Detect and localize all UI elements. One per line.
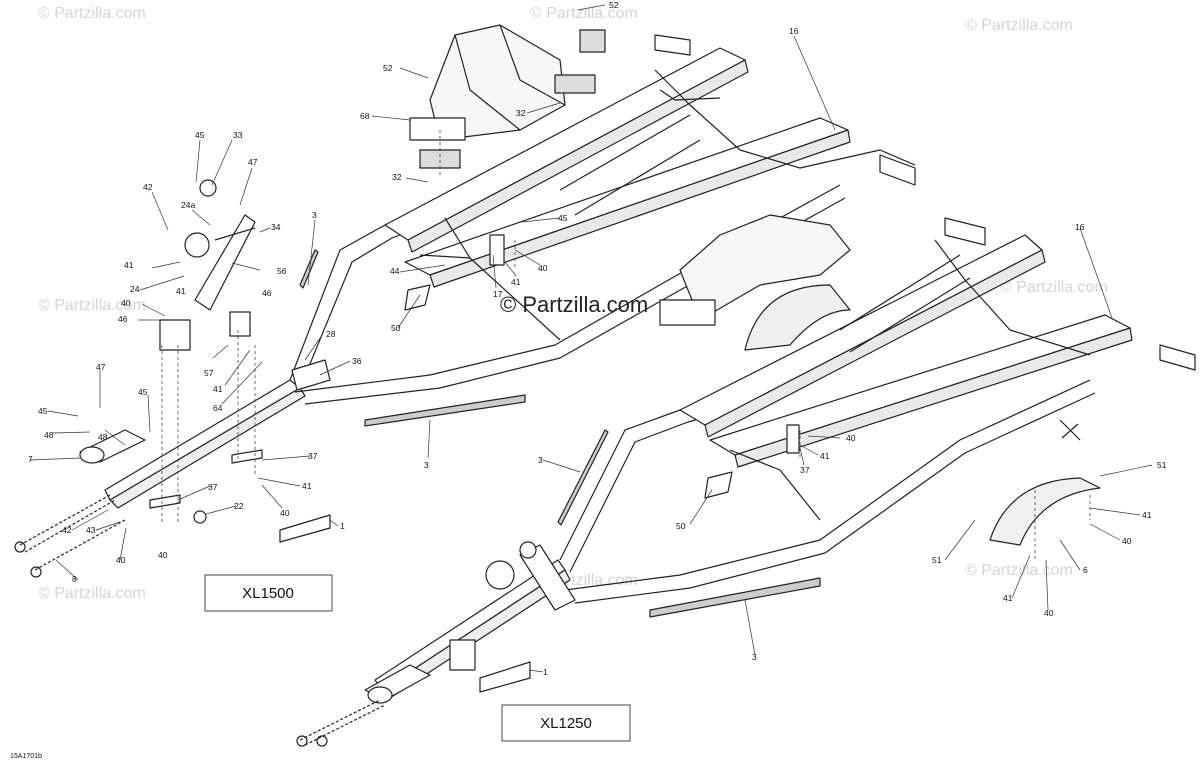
callout-40: 40	[1122, 536, 1132, 546]
callout-45: 45	[38, 406, 48, 416]
callout-16: 16	[789, 26, 799, 36]
watermark-top-center: © Partzilla.com	[530, 5, 638, 22]
callout-41: 41	[820, 451, 830, 461]
callout-33: 33	[233, 130, 243, 140]
callout-3: 3	[424, 460, 429, 470]
model-label-xl1500: XL1500	[204, 574, 333, 612]
callout-64: 64	[213, 403, 223, 413]
callout-41: 41	[302, 481, 312, 491]
callout-51: 51	[1157, 460, 1167, 470]
callout-37: 37	[308, 451, 318, 461]
callout-43: 43	[86, 525, 96, 535]
callout-24a: 24a	[181, 200, 195, 210]
callout-42: 42	[143, 182, 153, 192]
callout-6: 6	[1083, 565, 1088, 575]
callout-41: 41	[213, 384, 223, 394]
callout-8: 8	[72, 574, 77, 584]
callout-40: 40	[116, 555, 126, 565]
callout-3: 3	[752, 652, 757, 662]
callout-40: 40	[846, 433, 856, 443]
callout-34: 34	[271, 222, 281, 232]
callout-44: 44	[390, 266, 400, 276]
callout-56: 56	[277, 266, 287, 276]
callout-57: 57	[204, 368, 214, 378]
watermark-bottom-left: © Partzilla.com	[38, 585, 146, 602]
callout-40: 40	[1044, 608, 1054, 618]
watermark-bottom-right: © Partzilla.com	[965, 562, 1073, 579]
callout-50: 50	[676, 521, 686, 531]
watermark-mid-left: © Partzilla.com	[38, 297, 146, 314]
callout-41: 41	[124, 260, 134, 270]
callout-41: 41	[176, 286, 186, 296]
callout-40: 40	[280, 508, 290, 518]
callout-52: 52	[383, 63, 393, 73]
callout-37: 37	[208, 482, 218, 492]
callout-22: 22	[234, 501, 244, 511]
callout-17: 17	[493, 289, 503, 299]
callout-48: 48	[44, 430, 54, 440]
watermark-top-right: © Partzilla.com	[965, 17, 1073, 34]
callout-40: 40	[538, 263, 548, 273]
xl1500-trailer-frame	[14, 24, 916, 578]
callout-48: 48	[98, 432, 108, 442]
leader-lines	[29, 4, 1153, 673]
callout-47: 47	[96, 362, 106, 372]
drop-lines	[161, 130, 1091, 560]
callout-42: 42	[62, 525, 72, 535]
callout-3: 3	[538, 455, 543, 465]
xl1250-trailer-frame	[296, 217, 1196, 747]
callout-50: 50	[391, 323, 401, 333]
callout-32: 32	[392, 172, 402, 182]
callout-3: 3	[312, 210, 317, 220]
watermark-center: © Partzilla.com	[500, 292, 648, 317]
callout-46: 46	[118, 314, 128, 324]
model-name-xl1250: XL1250	[540, 715, 592, 732]
callout-1: 1	[543, 667, 548, 677]
callout-1: 1	[340, 521, 345, 531]
callout-41: 41	[511, 277, 521, 287]
callout-47: 47	[248, 157, 258, 167]
callout-36: 36	[352, 356, 362, 366]
callout-32: 32	[516, 108, 526, 118]
callout-45: 45	[195, 130, 205, 140]
callout-68: 68	[360, 111, 370, 121]
model-label-xl1250: XL1250	[501, 704, 631, 742]
callout-40: 40	[158, 550, 168, 560]
watermark-mid-right: © Partzilla.com	[1000, 279, 1108, 296]
drawing-reference-code: 15A1701b	[10, 753, 42, 760]
callout-45: 45	[558, 213, 568, 223]
callout-37: 37	[800, 465, 810, 475]
callout-labels: 52 52 68 32 32 16 45 33 47 42 24a 34 3 4…	[28, 0, 1167, 677]
callout-41: 41	[1142, 510, 1152, 520]
model-name-xl1500: XL1500	[242, 585, 294, 602]
callout-52: 52	[609, 0, 619, 10]
callout-45: 45	[138, 387, 148, 397]
callout-40: 40	[121, 298, 131, 308]
watermark-top-left: © Partzilla.com	[38, 5, 146, 22]
callout-51: 51	[932, 555, 942, 565]
callout-28: 28	[326, 329, 336, 339]
callout-41: 41	[1003, 593, 1013, 603]
callout-46: 46	[262, 288, 272, 298]
callout-24: 24	[130, 284, 140, 294]
callout-16: 16	[1075, 222, 1085, 232]
callout-7: 7	[28, 454, 33, 464]
